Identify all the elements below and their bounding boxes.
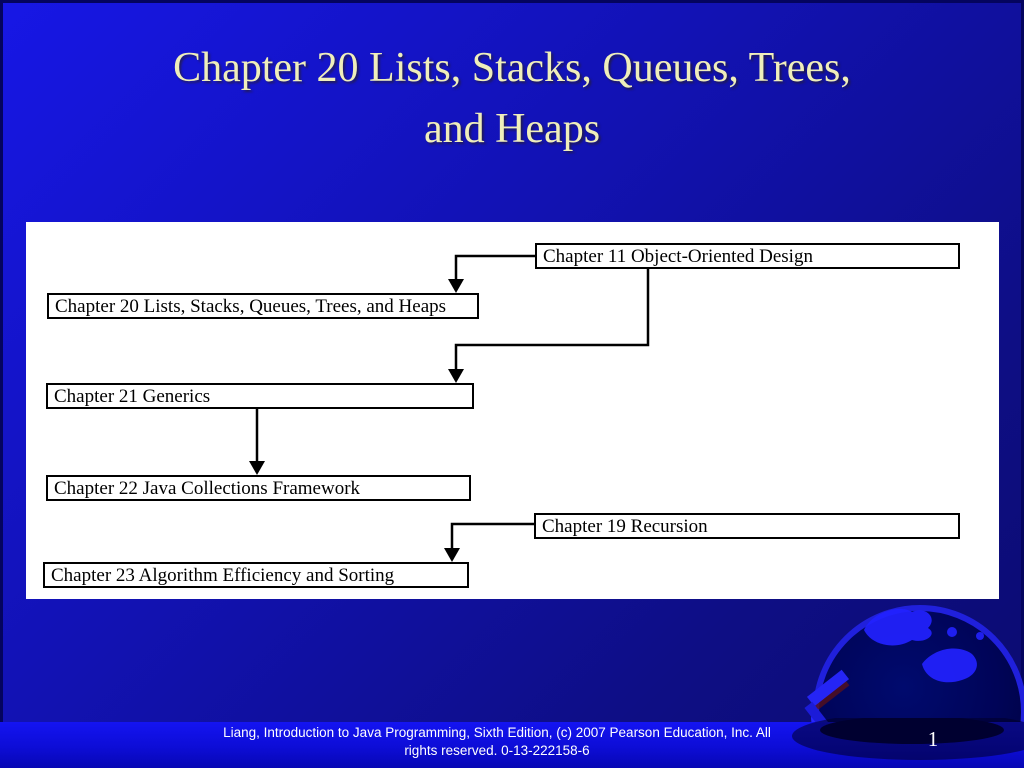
connector-ch11-to-ch20 (448, 254, 535, 293)
page-title: Chapter 20 Lists, Stacks, Queues, Trees,… (0, 38, 1024, 160)
box-chapter-19: Chapter 19 Recursion (534, 513, 960, 539)
page-title-line-1: Chapter 20 Lists, Stacks, Queues, Trees, (173, 45, 851, 91)
page-number: 1 (927, 727, 939, 751)
box-chapter-23: Chapter 23 Algorithm Efficiency and Sort… (43, 562, 469, 588)
box-chapter-20-label: Chapter 20 Lists, Stacks, Queues, Trees,… (55, 295, 447, 317)
globe-landmass (864, 608, 932, 646)
diagram-connectors-layer (249, 254, 650, 562)
arrowhead-icon (448, 279, 464, 293)
page-title-line-2: and Heaps (423, 106, 601, 152)
connector-ch11-to-ch21 (448, 269, 650, 383)
footer-credit: Liang, Introduction to Java Programming,… (167, 724, 827, 760)
box-chapter-11-label: Chapter 11 Object-Oriented Design (543, 245, 813, 267)
footer-credit-line-1: Liang, Introduction to Java Programming,… (223, 725, 771, 740)
box-chapter-20: Chapter 20 Lists, Stacks, Queues, Trees,… (47, 293, 479, 319)
box-chapter-22-label: Chapter 22 Java Collections Framework (54, 477, 361, 499)
arrowhead-icon (448, 369, 464, 383)
box-chapter-21: Chapter 21 Generics (46, 383, 474, 409)
connector-ch21-to-ch22 (249, 408, 265, 475)
content-panel: Chapter 11 Object-Oriented Design Chapte… (26, 222, 999, 599)
box-chapter-21-label: Chapter 21 Generics (54, 385, 211, 407)
connector-ch19-to-ch23 (444, 522, 534, 562)
box-chapter-23-label: Chapter 23 Algorithm Efficiency and Sort… (51, 564, 395, 586)
box-chapter-22: Chapter 22 Java Collections Framework (46, 475, 471, 501)
arrowhead-icon (444, 548, 460, 562)
globe-landmass (922, 648, 977, 683)
box-chapter-11: Chapter 11 Object-Oriented Design (535, 243, 960, 269)
footer-credit-line-2: rights reserved. 0-13-222158-6 (404, 743, 590, 758)
box-chapter-19-label: Chapter 19 Recursion (542, 515, 708, 537)
globe-base-shadow (792, 718, 1024, 760)
arrowhead-icon (249, 461, 265, 475)
